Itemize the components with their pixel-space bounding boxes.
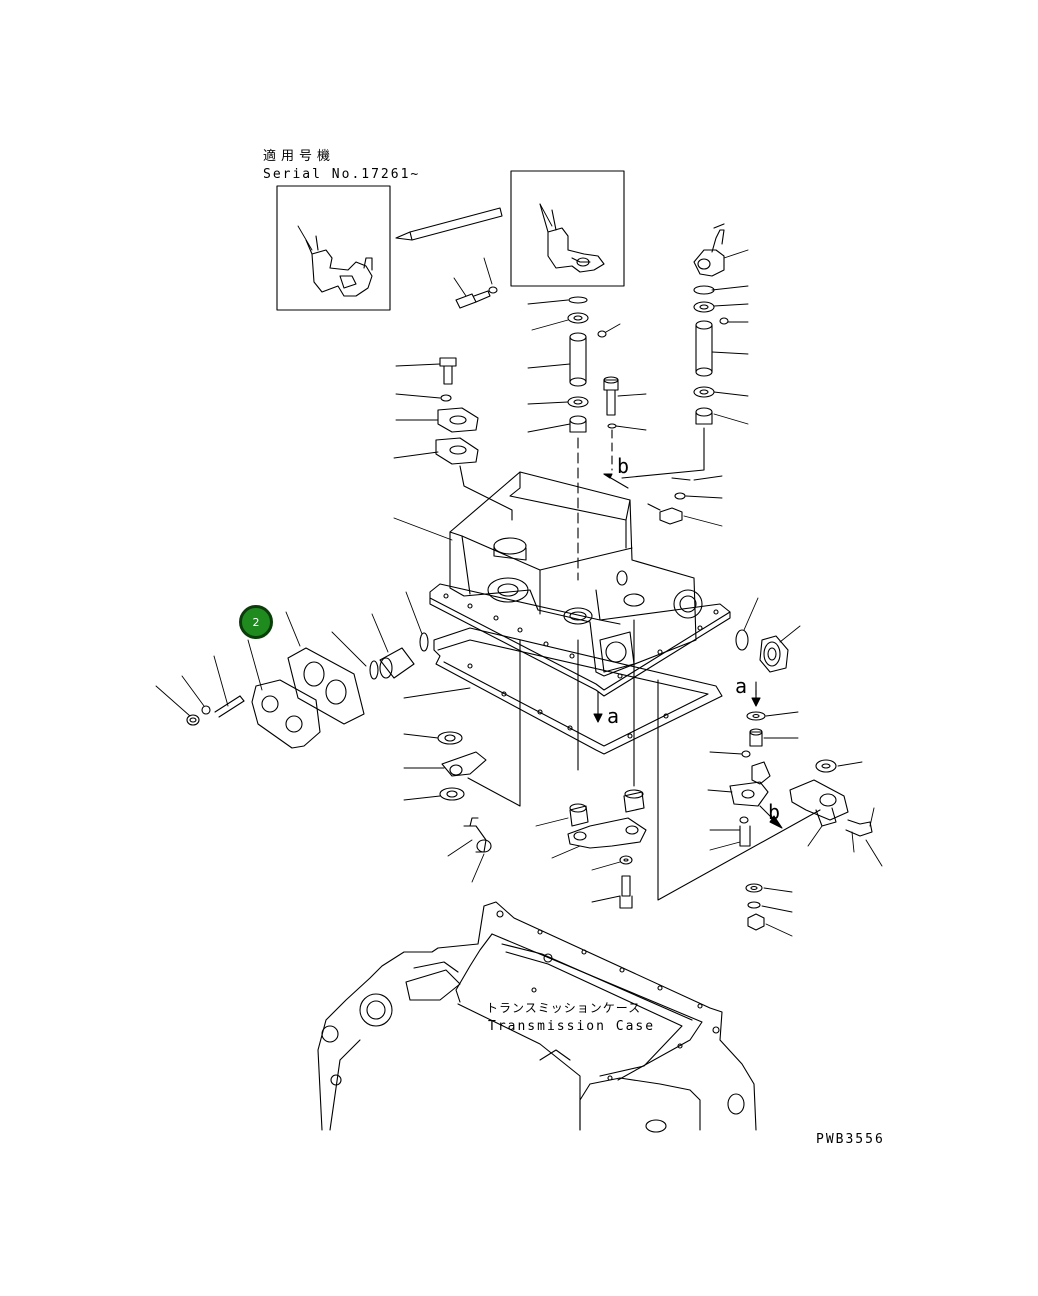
small-fittings: [647, 477, 691, 525]
lower-center-parts: [567, 619, 821, 909]
transmission-case-label-en: Transmission Case: [488, 1019, 656, 1034]
center-shaft-stack: [567, 296, 607, 581]
transmission-case-label-jp: トランスミッションケース: [486, 1001, 642, 1015]
left-cover-stack: [435, 357, 513, 521]
side-cover-assembly: [186, 632, 429, 749]
inset-bolt: [455, 286, 498, 309]
view-mark-a-lower: a: [607, 704, 622, 728]
part-callout-2[interactable]: 2: [239, 605, 273, 639]
housing-gasket: [433, 627, 723, 755]
view-mark-b-upper: b: [617, 454, 632, 478]
inset-new-version-box: [276, 185, 391, 311]
view-mark-a-upper: a: [735, 674, 750, 698]
transmission-case: [317, 901, 757, 1133]
right-plug: [735, 629, 789, 673]
drawing-code: PWB3556: [816, 1132, 885, 1147]
right-lever-stack: [621, 223, 729, 479]
valve-housing: [429, 471, 731, 697]
view-arrows: [593, 473, 783, 829]
leader-lines: [155, 203, 883, 937]
view-mark-b-lower: b: [768, 800, 783, 824]
center-bolt: [603, 376, 619, 471]
serial-number-label: Serial No.17261~: [263, 167, 421, 182]
lower-right-shifter: [729, 689, 873, 931]
inset-old-version-box: [510, 170, 625, 287]
lower-left-linkage: [437, 639, 521, 853]
serial-change-arrow: [395, 207, 503, 241]
applicability-heading: 適用号機: [263, 149, 336, 164]
